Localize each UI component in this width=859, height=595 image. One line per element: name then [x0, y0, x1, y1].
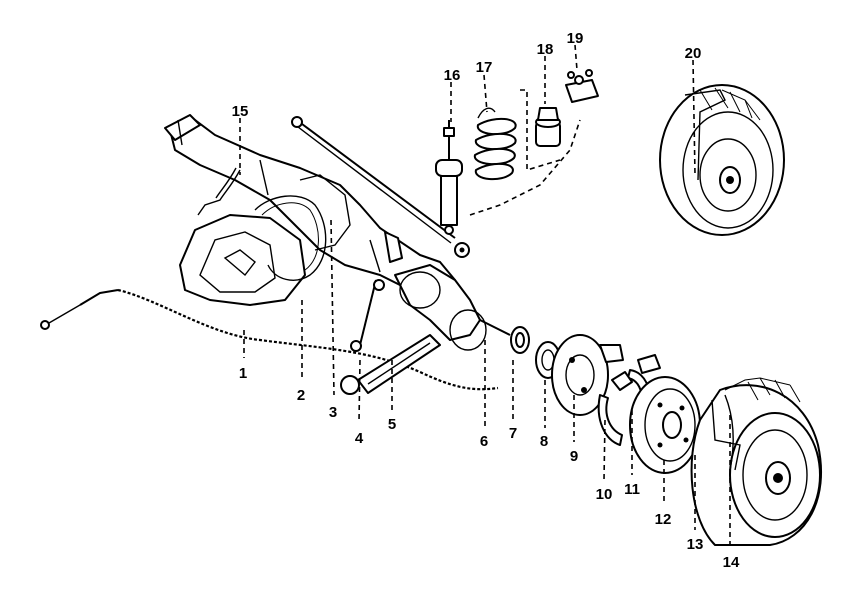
callout-5: 5	[388, 416, 396, 433]
callout-1: 1	[239, 365, 247, 382]
callout-2: 2	[297, 387, 305, 404]
callout-6: 6	[480, 433, 488, 450]
shock-absorber	[435, 120, 463, 235]
callout-19: 19	[567, 30, 584, 47]
road-wheel	[690, 377, 823, 546]
spare-wheel	[659, 84, 785, 236]
callout-17: 17	[476, 59, 493, 76]
handbrake-cable	[40, 288, 499, 391]
brake-drum	[629, 376, 701, 474]
callout-7: 7	[509, 425, 517, 442]
lower-link	[340, 334, 441, 395]
callout-3: 3	[329, 404, 337, 421]
callout-11: 11	[624, 481, 640, 498]
hub-carrier	[394, 264, 511, 351]
callout-9: 9	[570, 448, 578, 465]
mounting-guide-lines	[469, 89, 581, 216]
callout-14: 14	[723, 554, 740, 571]
oil-seal	[510, 326, 530, 354]
callout-18: 18	[537, 41, 554, 58]
coil-spring	[473, 107, 517, 181]
callout-4: 4	[355, 430, 364, 447]
panhard-rod	[291, 116, 470, 258]
differential-nose	[179, 214, 306, 306]
brake-backplate	[551, 334, 624, 416]
callout-12: 12	[655, 511, 672, 528]
callout-20: 20	[685, 45, 702, 62]
callout-8: 8	[540, 433, 548, 450]
callout-leaders	[239, 44, 731, 550]
callout-15: 15	[232, 103, 249, 120]
callout-13: 13	[687, 536, 704, 553]
callout-16: 16	[444, 67, 461, 84]
callout-labels: 1 2 3 4 5 6 7 8 9 10 11 12 13 14 15 16 1…	[232, 30, 740, 571]
bump-stop	[535, 107, 561, 147]
differential-gasket	[254, 174, 351, 281]
upper-link	[350, 279, 385, 352]
wheel-cylinder	[637, 354, 661, 374]
axle-casing	[164, 114, 456, 301]
callout-10: 10	[596, 486, 613, 503]
spring-seat	[565, 69, 599, 103]
breather-pipe	[197, 167, 241, 216]
